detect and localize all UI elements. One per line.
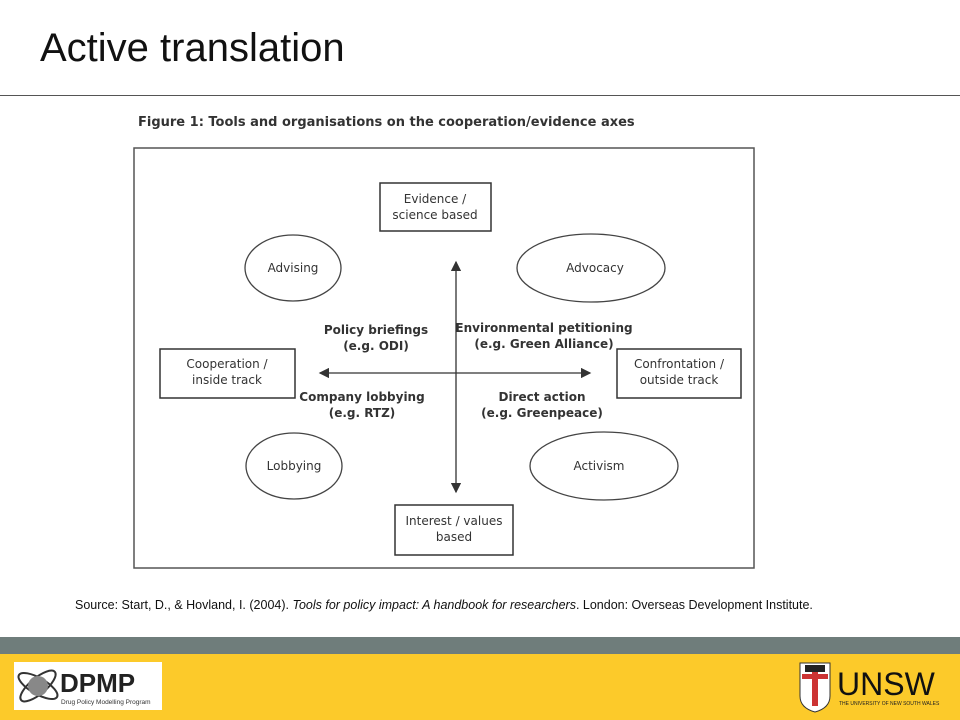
svg-text:Advising: Advising	[268, 261, 319, 275]
svg-text:Cooperation /: Cooperation /	[186, 357, 268, 371]
quadrant-lobbying: Lobbying	[245, 432, 343, 500]
svg-text:Activism: Activism	[573, 459, 624, 473]
title-divider	[0, 95, 960, 96]
example-bottom-left: Company lobbying (e.g. RTZ)	[299, 390, 424, 420]
svg-text:UNSW: UNSW	[837, 666, 936, 702]
svg-text:Drug Policy Modelling Program: Drug Policy Modelling Program	[61, 699, 151, 706]
svg-text:Direct action: Direct action	[498, 390, 585, 404]
svg-text:Advocacy: Advocacy	[566, 261, 624, 275]
svg-text:Policy briefings: Policy briefings	[324, 323, 428, 337]
example-bottom-right: Direct action (e.g. Greenpeace)	[481, 390, 603, 420]
svg-text:Lobbying: Lobbying	[267, 459, 322, 473]
axis-box-bottom: Interest / values based	[394, 504, 514, 556]
svg-text:(e.g. Greenpeace): (e.g. Greenpeace)	[481, 406, 603, 420]
axis-box-left: Cooperation / inside track	[159, 348, 296, 399]
slide-title: Active translation	[40, 26, 345, 70]
svg-text:Company lobbying: Company lobbying	[299, 390, 424, 404]
svg-text:THE UNIVERSITY OF NEW SOUTH WA: THE UNIVERSITY OF NEW SOUTH WALES	[839, 701, 940, 707]
footer-band	[0, 637, 960, 654]
quadrant-advocacy: Advocacy	[516, 233, 666, 303]
svg-text:based: based	[436, 530, 472, 544]
source-citation: Source: Start, D., & Hovland, I. (2004).…	[75, 598, 813, 612]
svg-text:(e.g. Green Alliance): (e.g. Green Alliance)	[474, 337, 613, 351]
svg-text:inside track: inside track	[192, 373, 262, 387]
svg-text:science based: science based	[392, 208, 477, 222]
svg-text:Interest / values: Interest / values	[406, 514, 503, 528]
figure-frame	[133, 147, 755, 569]
svg-text:(e.g. RTZ): (e.g. RTZ)	[329, 406, 396, 420]
dpmp-logo: DPMP Drug Policy Modelling Program	[14, 662, 162, 710]
figure: Figure 1: Tools and organisations on the…	[133, 115, 755, 569]
quadrant-advising: Advising	[244, 234, 342, 302]
source-title: Tools for policy impact: A handbook for …	[292, 598, 576, 612]
quadrant-activism: Activism	[529, 431, 679, 501]
svg-text:Confrontation /: Confrontation /	[634, 357, 725, 371]
svg-text:(e.g. ODI): (e.g. ODI)	[343, 339, 409, 353]
example-top-left: Policy briefings (e.g. ODI)	[324, 323, 428, 353]
figure-caption: Figure 1: Tools and organisations on the…	[138, 115, 635, 130]
svg-text:DPMP: DPMP	[60, 668, 135, 698]
svg-text:outside track: outside track	[640, 373, 719, 387]
axis-box-right: Confrontation / outside track	[616, 348, 742, 399]
svg-text:Evidence /: Evidence /	[404, 192, 467, 206]
example-top-right: Environmental petitioning (e.g. Green Al…	[455, 321, 632, 351]
svg-text:Environmental petitioning: Environmental petitioning	[455, 321, 632, 335]
unsw-logo: UNSW THE UNIVERSITY OF NEW SOUTH WALES	[797, 660, 942, 714]
axis-box-top: Evidence / science based	[379, 182, 492, 232]
